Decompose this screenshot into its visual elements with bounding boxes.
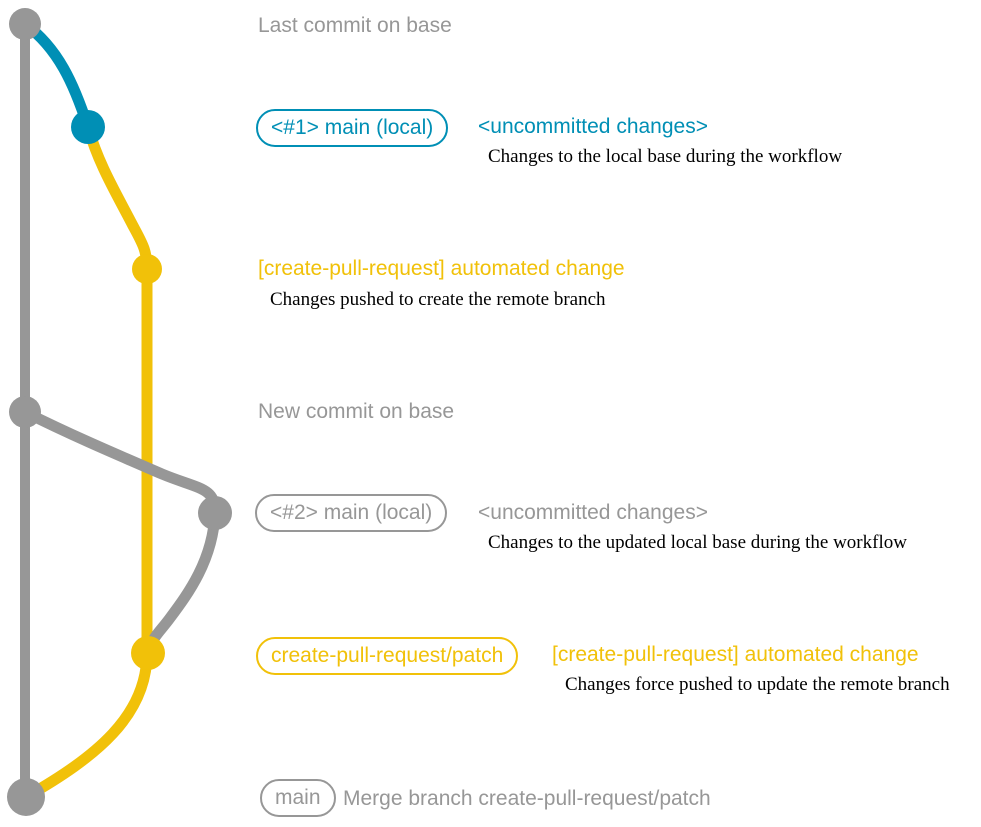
branch-label-main-local-1: <#1> main (local) bbox=[256, 109, 449, 147]
commit-dot-main-local-2 bbox=[198, 496, 232, 530]
commit-dot-patch-2 bbox=[131, 636, 165, 670]
local-main-branch-line-1 bbox=[19, 18, 94, 133]
commit-dot-new-base bbox=[9, 396, 41, 428]
commit-message-merge: Merge branch create-pull-request/patch bbox=[343, 787, 711, 810]
commit-dot-patch-1 bbox=[132, 254, 162, 284]
annotation-patch-2: Changes force pushed to update the remot… bbox=[565, 674, 950, 695]
commit-message-main-local-2: <uncommitted changes> bbox=[478, 501, 708, 524]
annotation-patch-1: Changes pushed to create the remote bran… bbox=[270, 289, 606, 310]
annotation-main-local-1: Changes to the local base during the wor… bbox=[488, 146, 843, 167]
commit-dot-merge bbox=[7, 778, 45, 816]
branch-label-patch: create-pull-request/patch bbox=[256, 637, 519, 675]
commit-message-main-local-1: <uncommitted changes> bbox=[478, 115, 708, 138]
commit-message-last-base: Last commit on base bbox=[258, 14, 452, 37]
annotation-main-local-2: Changes to the updated local base during… bbox=[488, 532, 907, 553]
branch-label-main-local-2: <#2> main (local) bbox=[255, 494, 448, 532]
commit-message-patch-1: [create-pull-request] automated change bbox=[258, 257, 625, 280]
local-main-branch-line-2 bbox=[19, 406, 221, 519]
commit-message-patch-2: [create-pull-request] automated change bbox=[552, 643, 919, 666]
rebase-line bbox=[143, 507, 221, 659]
commit-dot-main-local-1 bbox=[71, 110, 105, 144]
branch-label-main: main bbox=[260, 779, 336, 817]
commit-message-new-base: New commit on base bbox=[258, 400, 455, 423]
commit-dot-last-base bbox=[9, 8, 41, 40]
